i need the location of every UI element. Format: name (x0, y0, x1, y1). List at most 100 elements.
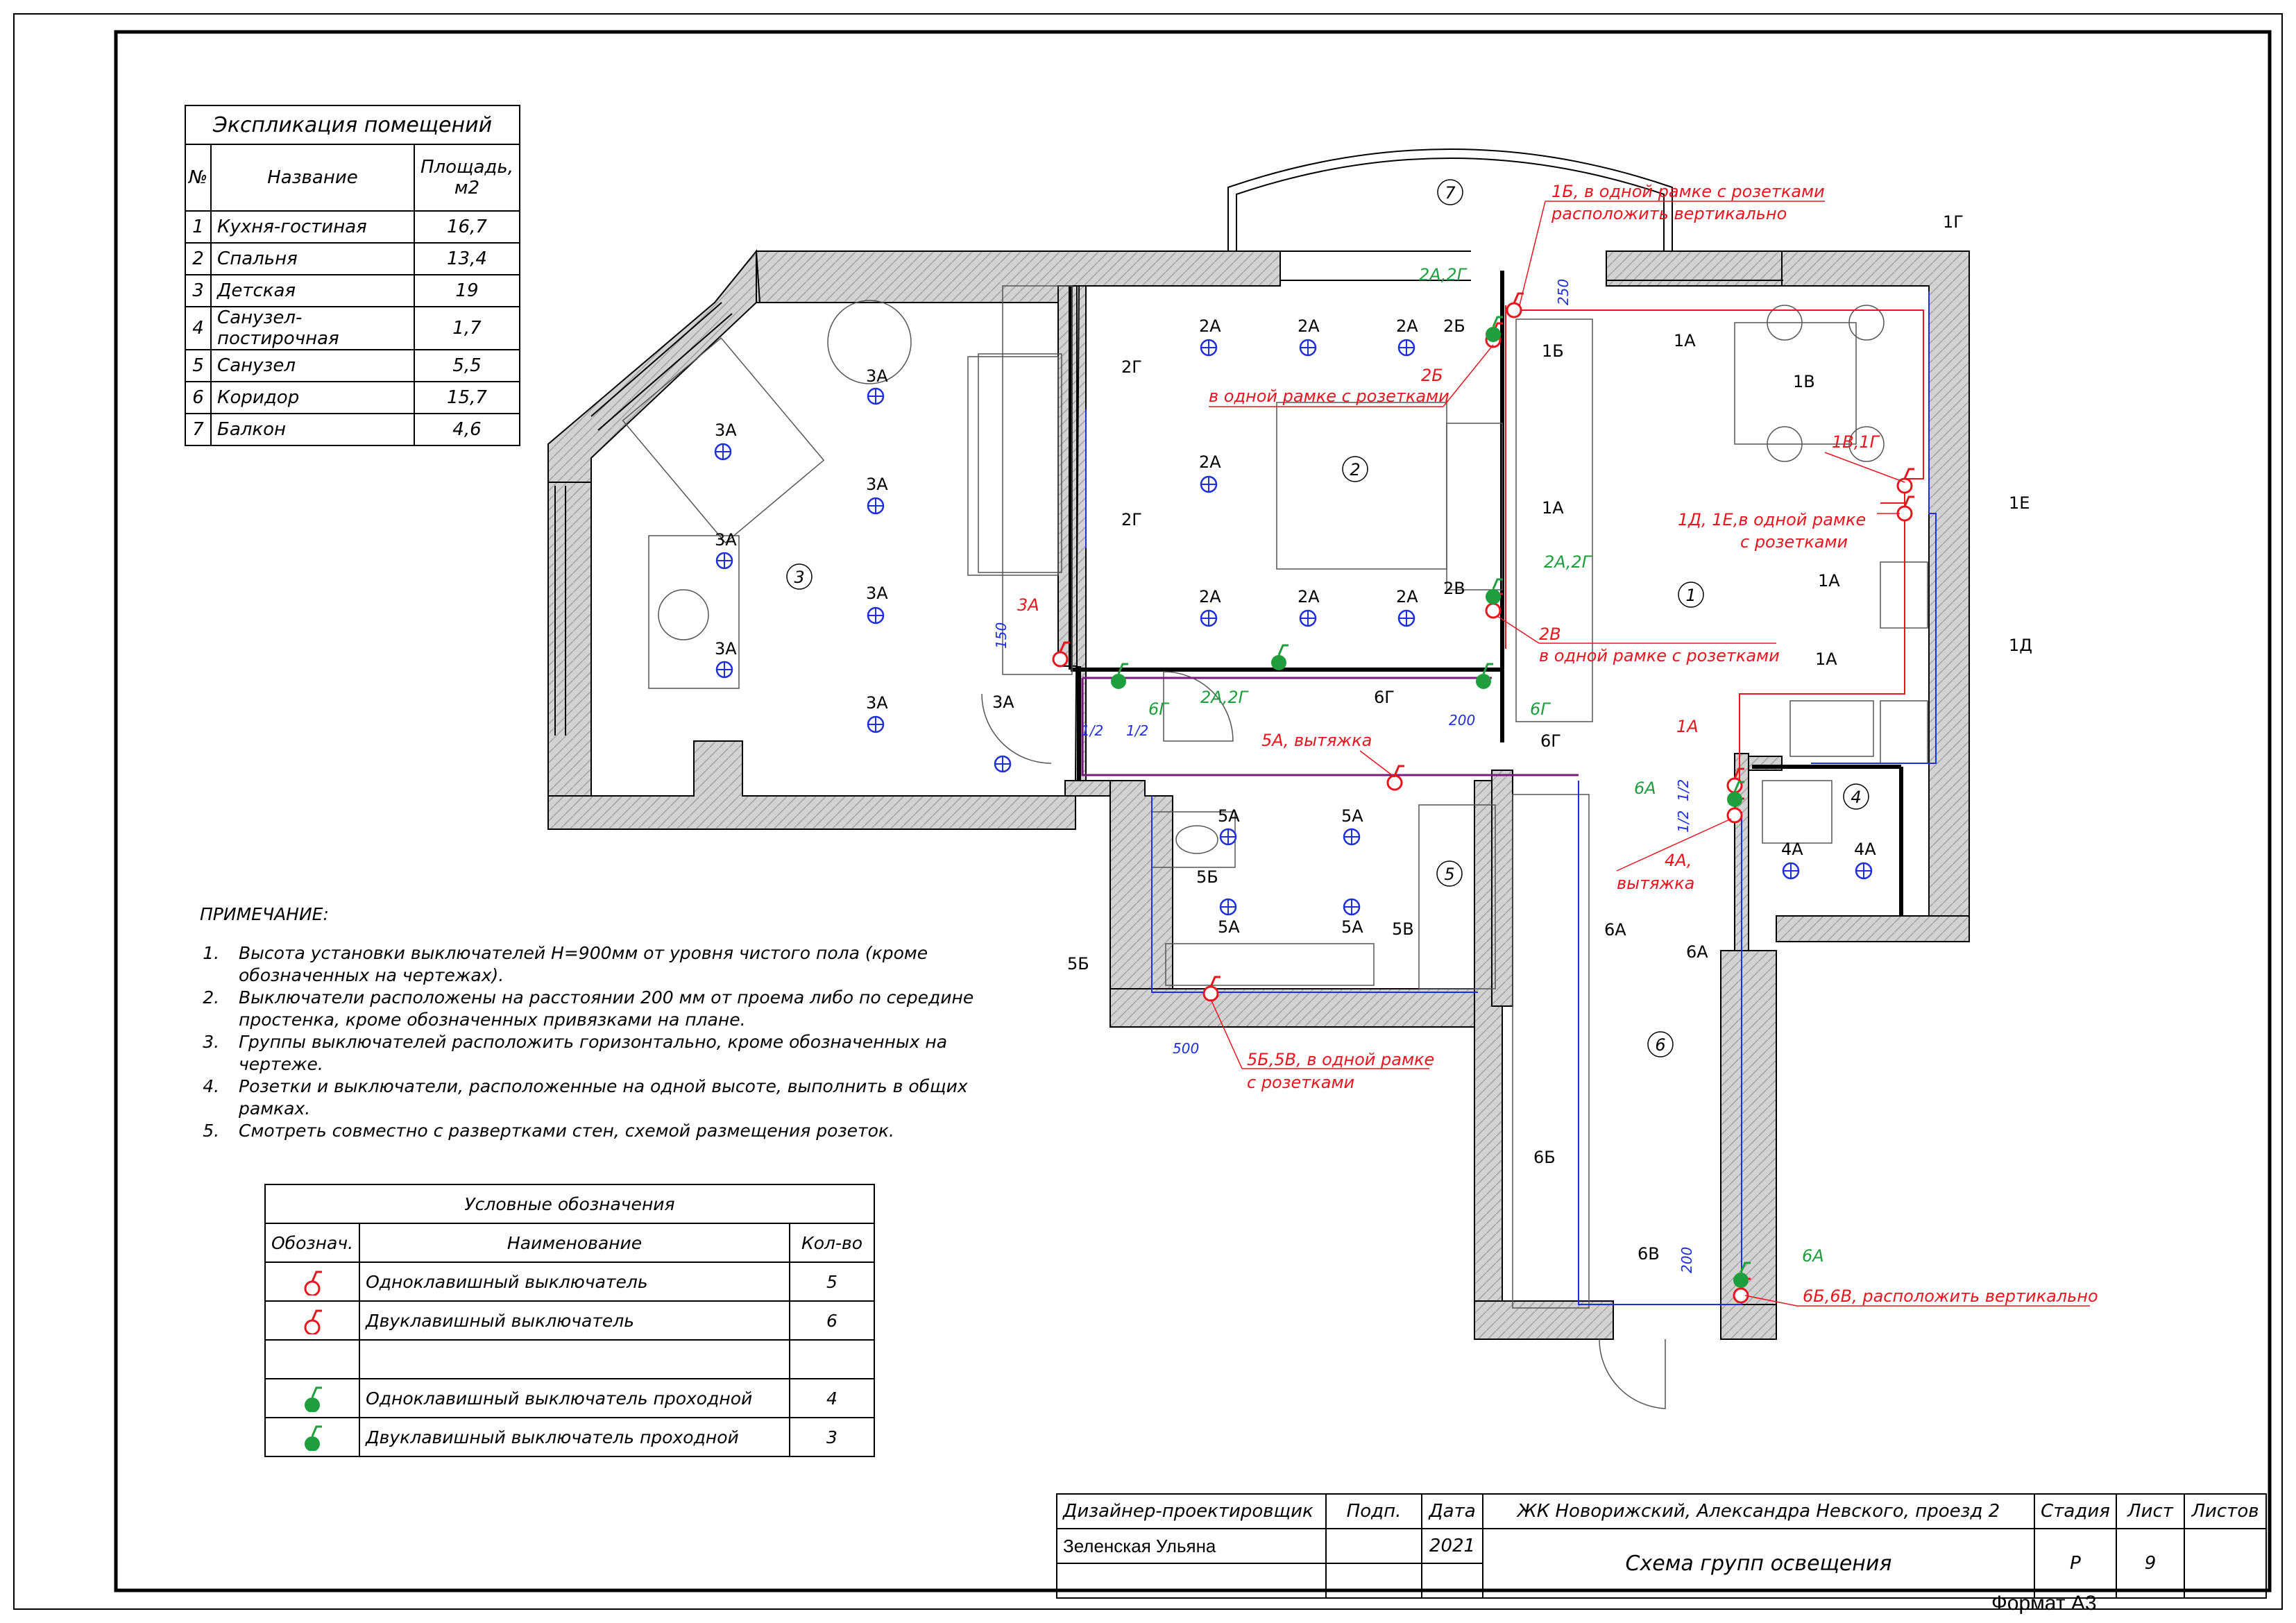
svg-text:2А: 2А (1199, 587, 1221, 606)
explication-title: Экспликация помещений (185, 105, 520, 145)
explication-table: Экспликация помещений № Название Площадь… (184, 105, 521, 446)
svg-text:2Г: 2Г (1121, 357, 1142, 377)
svg-text:расположить вертикально: расположить вертикально (1551, 204, 1787, 223)
svg-text:3А: 3А (992, 692, 1014, 712)
lamp-icon (1782, 862, 1800, 880)
svg-text:3А: 3А (866, 693, 888, 713)
passthrough-switch-icon (1270, 644, 1290, 672)
wire-purple (1081, 677, 1579, 776)
svg-text:6А: 6А (1604, 920, 1626, 940)
svg-text:150: 150 (993, 622, 1010, 649)
svg-text:250: 250 (1555, 279, 1572, 305)
svg-text:1/2: 1/2 (1126, 722, 1148, 739)
svg-text:1/2: 1/2 (1675, 810, 1692, 833)
svg-text:5А: 5А (1218, 806, 1240, 826)
format-label: Формат А3 (1991, 1592, 2097, 1615)
svg-text:500: 500 (1173, 1040, 1199, 1057)
lamp-icon (715, 661, 733, 679)
svg-text:2А: 2А (1298, 587, 1320, 606)
svg-text:200: 200 (1449, 712, 1475, 729)
svg-text:2А: 2А (1199, 452, 1221, 472)
lamp-icon (1200, 475, 1218, 493)
svg-text:вытяжка: вытяжка (1617, 874, 1694, 893)
svg-text:2А,2Г: 2А,2Г (1544, 552, 1592, 572)
svg-text:1Б, в одной рамке с розетками: 1Б, в одной рамке с розетками (1551, 182, 1825, 201)
light-labels: 3А 3А 3А 3А 3А 3А 3А 3А 2А 2А 2А 2А 2А 2… (715, 212, 2032, 1264)
svg-text:5В: 5В (1392, 919, 1414, 939)
col-name: Наименование (359, 1223, 790, 1263)
single-passthrough-switch-icon (303, 1386, 323, 1414)
svg-text:1Г: 1Г (1943, 212, 1964, 232)
svg-text:6В: 6В (1638, 1244, 1660, 1264)
svg-text:3А: 3А (866, 584, 888, 603)
svg-text:3А: 3А (715, 530, 737, 550)
lamp-icon (867, 715, 885, 733)
designer-role: Дизайнер-проектировщик (1056, 1493, 1327, 1529)
room-number-3: 3 (794, 568, 804, 587)
svg-text:1А: 1А (1815, 649, 1837, 669)
svg-text:3А: 3А (715, 639, 737, 658)
lamp-icon (1855, 862, 1873, 880)
svg-text:2В: 2В (1443, 579, 1465, 598)
svg-text:6Б: 6Б (1533, 1148, 1556, 1167)
svg-text:5А: 5А (1218, 917, 1240, 937)
svg-text:1А: 1А (1676, 717, 1699, 736)
single-switch-icon (304, 1271, 323, 1297)
lamp-icon (715, 552, 733, 570)
lamp-icon (867, 497, 885, 515)
window-bay (554, 302, 733, 736)
room-number-5: 5 (1444, 865, 1454, 884)
note-item: Выключатели расположены на расстоянии 20… (225, 987, 1017, 1031)
svg-text:2В: 2В (1539, 624, 1561, 644)
svg-text:200: 200 (1678, 1247, 1695, 1273)
note-item: Высота установки выключателей H=900мм от… (225, 942, 1017, 987)
svg-text:5А: 5А (1341, 806, 1363, 826)
svg-text:5Б,5В, в одной рамке: 5Б,5В, в одной рамке (1247, 1050, 1434, 1069)
notes: ПРИМЕЧАНИЕ: Высота установки выключателе… (185, 904, 1017, 1142)
lamp-icon (1397, 339, 1415, 357)
stage-label: Стадия (2034, 1493, 2117, 1529)
svg-text:1Д: 1Д (2009, 636, 2032, 655)
svg-text:6А: 6А (1802, 1246, 1824, 1266)
sheets-value (2184, 1528, 2267, 1599)
switch-icon (1386, 765, 1406, 791)
svg-text:5Б: 5Б (1067, 954, 1089, 974)
furniture (622, 285, 1928, 1409)
lamp-icon (1200, 609, 1218, 627)
walls (547, 249, 1970, 1340)
callouts: 3А 1Б, в одной рамке с розетками располо… (1017, 182, 2098, 1306)
sheets-label: Листов (2184, 1493, 2267, 1529)
svg-text:1В: 1В (1793, 372, 1815, 391)
svg-text:2А: 2А (1396, 316, 1418, 336)
svg-text:1А: 1А (1542, 498, 1564, 518)
date-label: Дата (1421, 1493, 1483, 1529)
stage-value: Р (2034, 1528, 2117, 1599)
notes-title: ПРИМЕЧАНИЕ: (200, 904, 329, 924)
svg-text:1А: 1А (1674, 331, 1696, 350)
lamp-icon (1343, 898, 1361, 916)
lamp-icon (867, 387, 885, 405)
note-item: Смотреть совместно с развертками стен, с… (225, 1120, 1017, 1142)
svg-text:3А: 3А (715, 420, 737, 440)
svg-text:6Г: 6Г (1374, 688, 1395, 707)
col-qty: Кол-во (789, 1223, 875, 1263)
svg-text:4А: 4А (1854, 840, 1876, 859)
lamp-icon (1343, 828, 1361, 846)
double-passthrough-switch-icon (303, 1425, 323, 1453)
svg-text:4А,: 4А, (1665, 851, 1692, 870)
svg-text:1А: 1А (1818, 571, 1840, 590)
svg-text:2Б: 2Б (1421, 366, 1443, 385)
svg-text:6А: 6А (1634, 779, 1656, 798)
table-row (264, 1339, 875, 1379)
svg-text:5А: 5А (1341, 917, 1363, 937)
room-number-6: 6 (1655, 1035, 1665, 1055)
svg-text:5А, вытяжка: 5А, вытяжка (1261, 731, 1372, 750)
drawing-title: Схема групп освещения (1482, 1528, 2035, 1599)
col-num: № (184, 144, 212, 212)
lamp-icon (1200, 339, 1218, 357)
